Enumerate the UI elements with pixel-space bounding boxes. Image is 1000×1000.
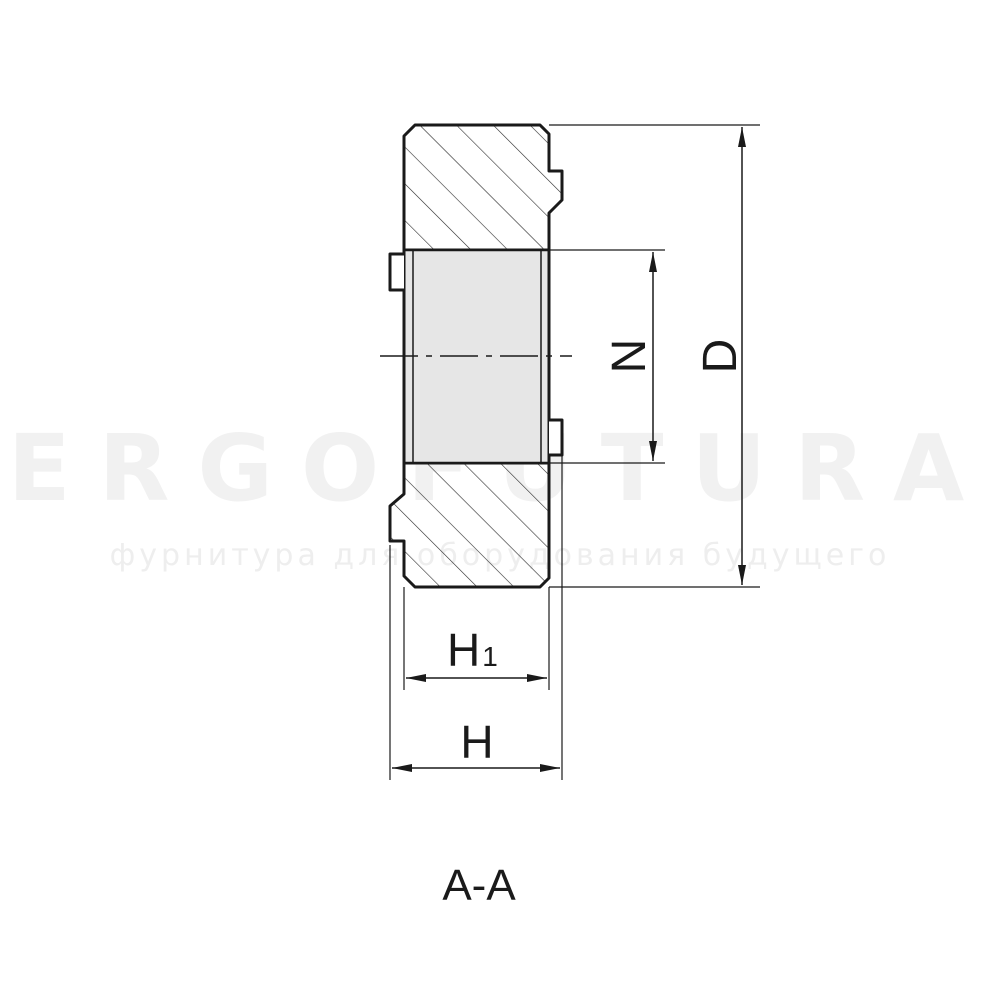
right-lug (549, 418, 564, 457)
dimension-h1-label: H1 (447, 624, 498, 676)
dimension-h-label: H (460, 716, 493, 768)
lower-hatched-section (388, 461, 551, 589)
dimension-h1-letter: H (447, 624, 480, 676)
left-lug (388, 252, 404, 292)
dimension-h1-subscript: 1 (482, 641, 498, 672)
dimension-n-label: N (603, 339, 656, 374)
dimension-d-label: D (694, 339, 747, 374)
section-caption: A-A (442, 861, 516, 910)
upper-hatched-section (402, 123, 564, 252)
